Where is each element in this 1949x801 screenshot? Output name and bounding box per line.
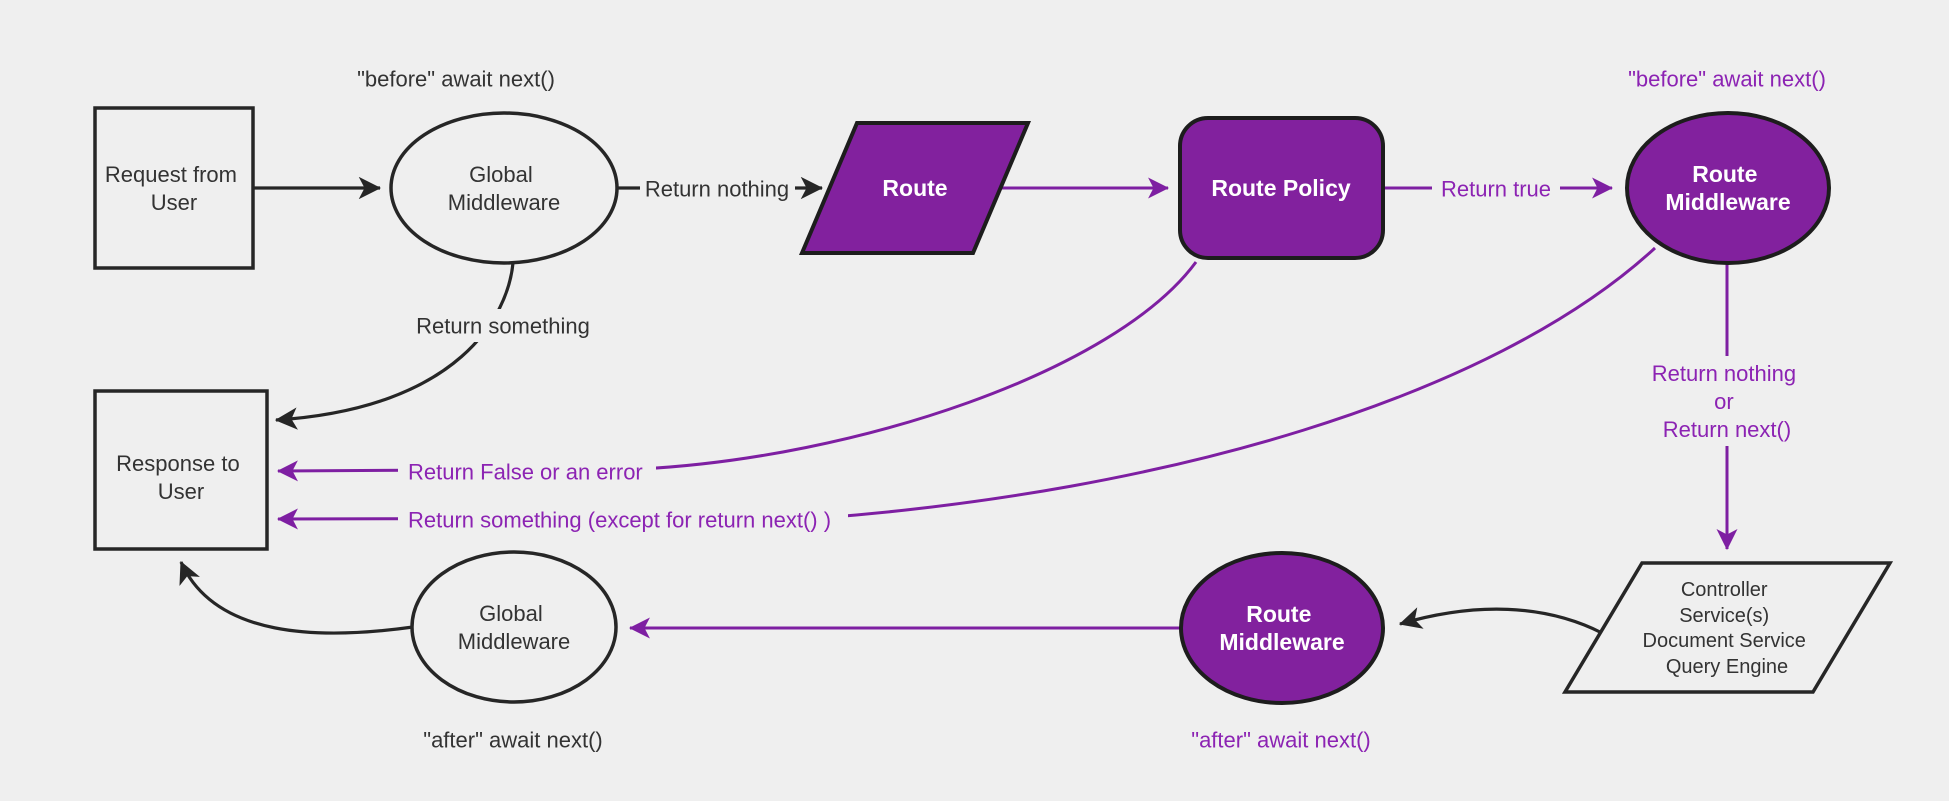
controller-label: Controller Service(s) Document Service Q… (1643, 579, 1812, 678)
route-middleware-bottom-line1: Route (1246, 601, 1311, 627)
label-background (398, 455, 656, 488)
route-middleware-bottom-label: Route Middleware (1219, 601, 1344, 655)
edge-route-policy-return-false (276, 261, 1198, 482)
controller-line2: Service(s) (1679, 605, 1769, 627)
global-middleware-top-label: Global Middleware (448, 162, 561, 215)
label-background (1432, 172, 1560, 205)
controller-node (1561, 561, 1894, 694)
before-await-next-global-label: "before" await next() (357, 67, 555, 92)
global-middleware-bottom-label: Global Middleware (458, 601, 571, 654)
edge-global-middleware-bottom-to-response (179, 560, 414, 635)
controller-line4: Query Engine (1666, 656, 1788, 678)
after-await-next-global-label: "after" await next() (423, 728, 602, 753)
route-label: Route (882, 175, 947, 201)
return-something-except-label: Return something (except for return next… (408, 508, 831, 533)
controller-line3: Document Service (1643, 630, 1806, 652)
after-await-next-route-label: "after" await next() (1191, 728, 1370, 753)
global-middleware-top-line1: Global (469, 162, 533, 187)
return-true-label: Return true (1441, 177, 1551, 202)
global-middleware-top-line2: Middleware (448, 190, 561, 215)
return-something-label: Return something (416, 314, 590, 339)
route-middleware-bottom-node (1179, 551, 1385, 705)
edge-label-backgrounds (398, 172, 1829, 536)
route-policy-node (1178, 116, 1385, 260)
edge-route-middleware-return-something-except (276, 246, 1657, 530)
return-nothing-or-line2: or (1714, 389, 1734, 414)
route-policy-label: Route Policy (1211, 175, 1351, 201)
label-background (640, 172, 795, 205)
label-background (398, 503, 848, 536)
before-await-next-route-label: "before" await next() (1628, 67, 1826, 92)
response-to-user-line2: User (158, 479, 204, 504)
nodes (93, 106, 1894, 705)
global-middleware-top-node (389, 111, 619, 265)
label-background (410, 309, 598, 342)
return-false-or-error-label: Return False or an error (408, 460, 643, 485)
return-nothing-or-label: Return nothing or Return next() (1652, 361, 1802, 442)
request-from-user-node (93, 106, 255, 270)
route-middleware-bottom-line2: Middleware (1219, 629, 1344, 655)
request-from-user-label: Request from User (105, 162, 243, 215)
route-node (798, 121, 1032, 255)
return-nothing-or-line1: Return nothing (1652, 361, 1796, 386)
response-to-user-node (93, 389, 269, 551)
node-labels: Request from User Global Middleware Rout… (105, 161, 1812, 678)
return-nothing-or-line3: Return next() (1663, 417, 1791, 442)
global-middleware-bottom-line2: Middleware (458, 629, 571, 654)
edge-controller-to-route-middleware-bottom (1398, 607, 1603, 635)
route-middleware-top-line2: Middleware (1665, 189, 1790, 215)
global-middleware-bottom-node (410, 550, 618, 704)
route-line1: Route (882, 175, 947, 201)
controller-line1: Controller (1681, 579, 1768, 601)
global-middleware-bottom-line1: Global (479, 601, 543, 626)
response-to-user-label: Response to User (116, 451, 246, 504)
request-from-user-line2: User (151, 190, 197, 215)
request-from-user-line1: Request from (105, 162, 237, 187)
route-middleware-top-node (1625, 111, 1831, 265)
route-middleware-top-label: Route Middleware (1665, 161, 1790, 215)
route-middleware-top-line1: Route (1692, 161, 1757, 187)
response-to-user-line1: Response to (116, 451, 240, 476)
return-nothing-label: Return nothing (645, 177, 789, 202)
label-background (1625, 356, 1829, 446)
edge-labels: "before" await next() "before" await nex… (357, 67, 1826, 753)
route-policy-line1: Route Policy (1211, 175, 1351, 201)
edge-global-middleware-return-something (274, 262, 515, 430)
